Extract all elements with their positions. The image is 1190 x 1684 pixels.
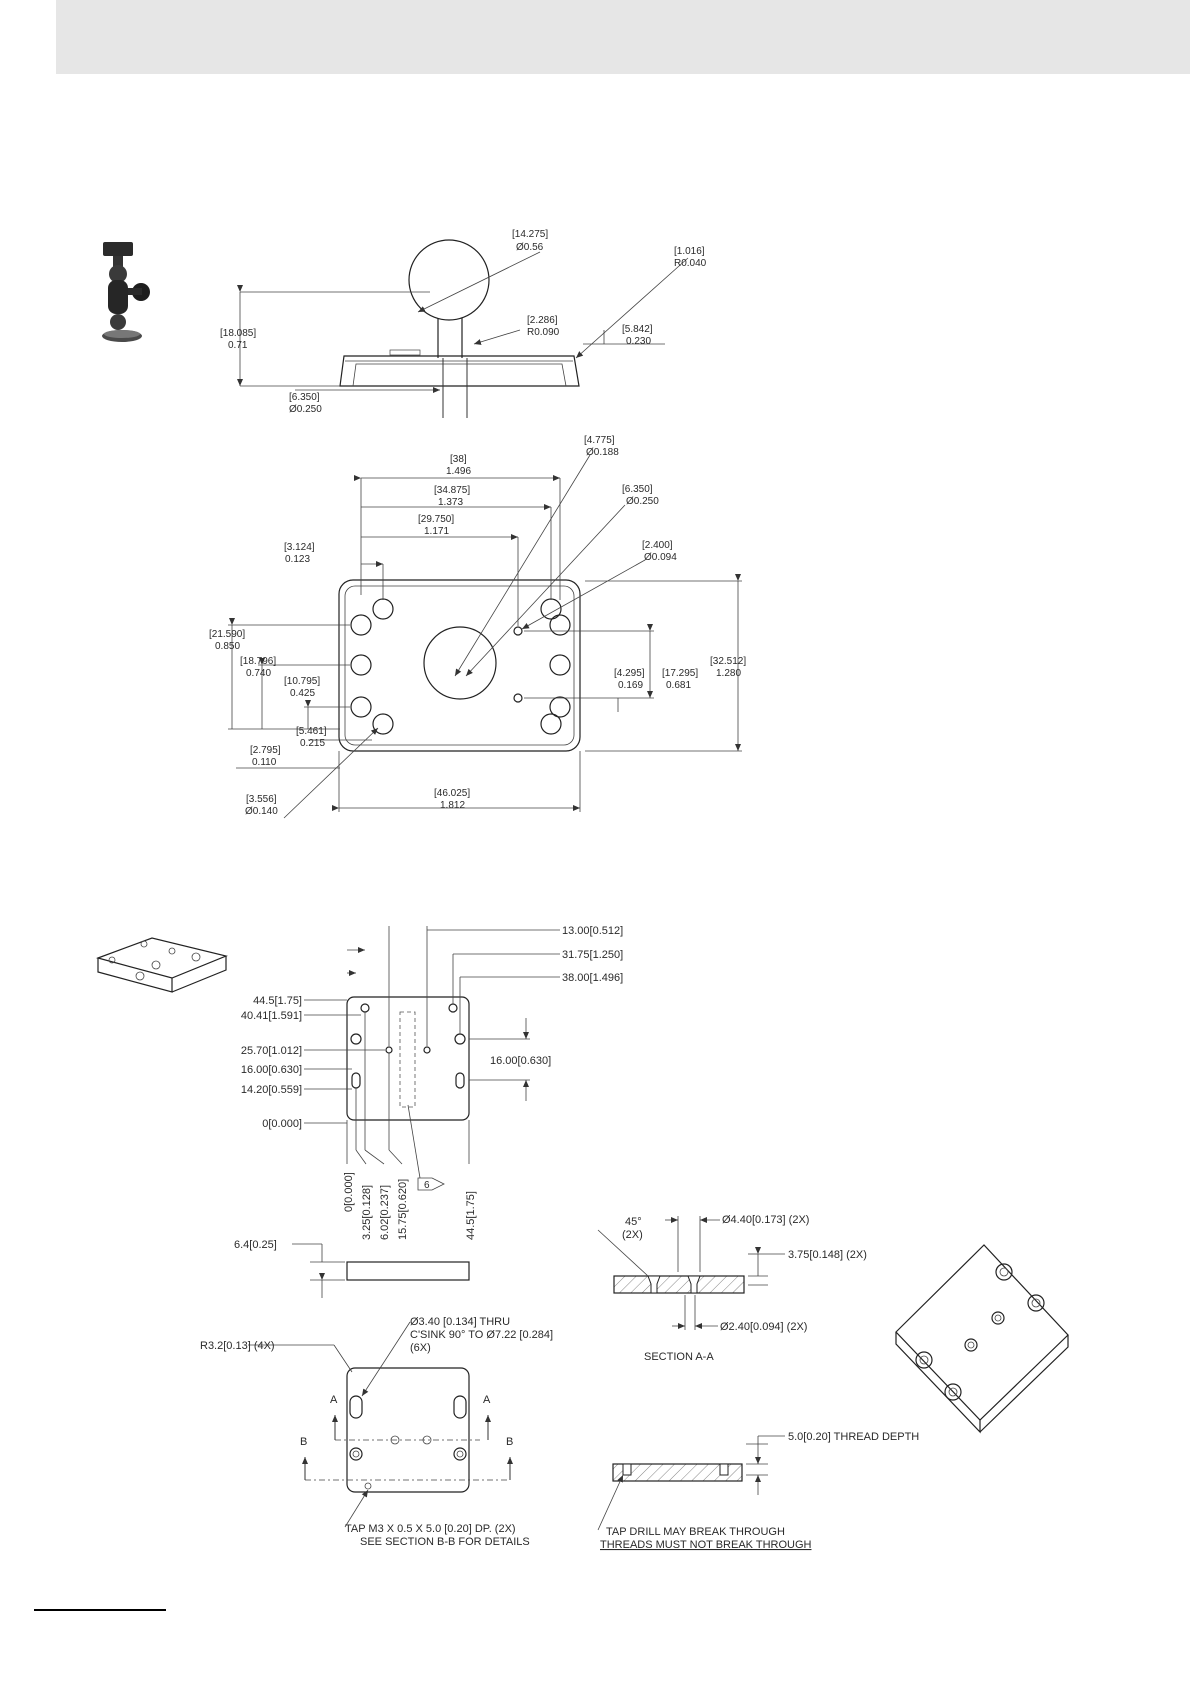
left-dim-0: 0[0.000] bbox=[262, 1118, 302, 1130]
plan-34875-value: 1.373 bbox=[438, 497, 463, 508]
plate-side-view: 6.4[0.25] bbox=[234, 1239, 470, 1298]
plan-38-label: [38] bbox=[450, 454, 467, 465]
ball-mount-plan-view: [38] 1.496 [4.775] Ø0.188 [34.875] 1.373… bbox=[209, 435, 746, 819]
section-a-left: A bbox=[330, 1394, 338, 1406]
plan-17295-label: [17.295] bbox=[662, 668, 698, 679]
plan-18796-value: 0.740 bbox=[246, 668, 271, 679]
base-thickness-value: 0.230 bbox=[626, 336, 651, 347]
plan-3124-label: [3.124] bbox=[284, 542, 315, 553]
bottom-dim-602: 6.02[0.237] bbox=[379, 1185, 391, 1240]
plate-iso-large bbox=[895, 1244, 1069, 1434]
plan-2795-label: [2.795] bbox=[250, 745, 281, 756]
section-a-a: 45° (2X) Ø4.40[0.173] (2X) 3.75[0.148] (… bbox=[597, 1214, 867, 1363]
left-dim-2570: 25.70[1.012] bbox=[241, 1045, 302, 1057]
note-tag: 6 bbox=[424, 1180, 430, 1191]
top-dim-38: 38.00[1.496] bbox=[562, 972, 623, 984]
plan-17295-value: 0.681 bbox=[666, 680, 691, 691]
plan-6350-label: [6.350] bbox=[622, 484, 653, 495]
plate-bottom-view: R3.2[0.13] (4X) Ø3.40 [0.134] THRU C'SIN… bbox=[200, 1316, 553, 1548]
top-dim-3175: 31.75[1.250] bbox=[562, 949, 623, 961]
left-dim-1420: 14.20[0.559] bbox=[241, 1084, 302, 1096]
neck-radius-value: R0.090 bbox=[527, 327, 560, 338]
plan-34875-label: [34.875] bbox=[434, 485, 470, 496]
left-dim-445: 44.5[1.75] bbox=[253, 995, 302, 1007]
plan-2795-value: 0.110 bbox=[252, 757, 277, 768]
plan-29750-label: [29.750] bbox=[418, 514, 454, 525]
aa-angle-count: (2X) bbox=[622, 1229, 643, 1241]
plan-5461-value: 0.215 bbox=[300, 738, 325, 749]
tap-note-line2: SEE SECTION B-B FOR DETAILS bbox=[360, 1536, 530, 1548]
section-b-left: B bbox=[300, 1436, 307, 1448]
base-thickness-label: [5.842] bbox=[622, 324, 653, 335]
bottom-dim-325: 3.25[0.128] bbox=[361, 1185, 373, 1240]
plan-46025-label: [46.025] bbox=[434, 788, 470, 799]
plate-iso-small bbox=[96, 937, 228, 993]
plan-3556-value: Ø0.140 bbox=[245, 806, 278, 817]
right-dim-1600: 16.00[0.630] bbox=[490, 1055, 551, 1067]
thru-hole-line3: (6X) bbox=[410, 1342, 431, 1354]
left-dim-1600: 16.00[0.630] bbox=[241, 1064, 302, 1076]
plan-3124-value: 0.123 bbox=[285, 554, 310, 565]
aa-cs-dia: Ø4.40[0.173] (2X) bbox=[722, 1214, 809, 1226]
aa-label: SECTION A-A bbox=[644, 1351, 714, 1363]
plate-thickness: 6.4[0.25] bbox=[234, 1239, 277, 1251]
aa-depth: 3.75[0.148] (2X) bbox=[788, 1249, 867, 1261]
header-band bbox=[56, 0, 1190, 74]
section-b-b: 5.0[0.20] THREAD DEPTH TAP DRILL MAY BRE… bbox=[597, 1431, 919, 1551]
aa-hole-dia: Ø2.40[0.094] (2X) bbox=[720, 1321, 807, 1333]
aa-angle: 45° bbox=[625, 1216, 642, 1228]
plan-21590-value: 0.850 bbox=[215, 641, 240, 652]
plan-4775-value: Ø0.188 bbox=[586, 447, 619, 458]
plan-10795-label: [10.795] bbox=[284, 676, 320, 687]
thru-hole-line2: C'SINK 90° TO Ø7.22 [0.284] bbox=[410, 1329, 553, 1341]
plan-2400-label: [2.400] bbox=[642, 540, 673, 551]
bottom-dim-1575: 15.75[0.620] bbox=[397, 1179, 409, 1240]
plan-46025-value: 1.812 bbox=[440, 800, 465, 811]
tap-note-line1: TAP M3 X 0.5 X 5.0 [0.20] DP. (2X) bbox=[345, 1523, 516, 1535]
corner-radius: R3.2[0.13] (4X) bbox=[200, 1340, 275, 1352]
bb-note-line2: THREADS MUST NOT BREAK THROUGH bbox=[600, 1539, 812, 1551]
plate-top-view: 13.00[0.512] 31.75[1.250] 38.00[1.496] 4… bbox=[241, 925, 623, 1240]
plan-holes bbox=[350, 598, 571, 735]
neck-dia-label: [6.350] bbox=[289, 392, 320, 403]
plan-18796-label: [18.796] bbox=[240, 656, 276, 667]
plan-6350-value: Ø0.250 bbox=[626, 496, 659, 507]
edge-radius-label: [1.016] bbox=[674, 246, 705, 257]
overall-height-value: 0.71 bbox=[228, 340, 248, 351]
thru-hole-line1: Ø3.40 [0.134] THRU bbox=[410, 1316, 510, 1328]
plan-10795-value: 0.425 bbox=[290, 688, 315, 699]
neck-radius-label: [2.286] bbox=[527, 315, 558, 326]
bb-thread-depth: 5.0[0.20] THREAD DEPTH bbox=[788, 1431, 919, 1443]
bottom-dim-0: 0[0.000] bbox=[343, 1172, 355, 1212]
section-a-right: A bbox=[483, 1394, 491, 1406]
plan-29750-value: 1.171 bbox=[424, 526, 449, 537]
ball-mount-side-view: [14.275] Ø0.56 [1.016] R0.040 [18.085] 0… bbox=[220, 229, 707, 418]
plan-21590-label: [21.590] bbox=[209, 629, 245, 640]
footer-rule bbox=[34, 1609, 166, 1611]
ball-dia-value: Ø0.56 bbox=[516, 242, 544, 253]
top-dim-13: 13.00[0.512] bbox=[562, 925, 623, 937]
ball-dia-label: [14.275] bbox=[512, 229, 548, 240]
bottom-dim-445: 44.5[1.75] bbox=[465, 1191, 477, 1240]
plan-32512-label: [32.512] bbox=[710, 656, 746, 667]
section-b-right: B bbox=[506, 1436, 513, 1448]
overall-height-label: [18.085] bbox=[220, 328, 256, 339]
edge-radius-value: R0.040 bbox=[674, 258, 707, 269]
plan-4295-label: [4.295] bbox=[614, 668, 645, 679]
plan-38-value: 1.496 bbox=[446, 466, 471, 477]
neck-dia-value: Ø0.250 bbox=[289, 404, 322, 415]
plan-5461-label: [5.461] bbox=[296, 726, 327, 737]
plan-2400-value: Ø0.094 bbox=[644, 552, 677, 563]
bb-note-line1: TAP DRILL MAY BREAK THROUGH bbox=[606, 1526, 785, 1538]
plan-4775-label: [4.775] bbox=[584, 435, 615, 446]
plan-3556-label: [3.556] bbox=[246, 794, 277, 805]
plan-4295-value: 0.169 bbox=[618, 680, 643, 691]
left-dim-4041: 40.41[1.591] bbox=[241, 1010, 302, 1022]
ball-mount-photo bbox=[102, 242, 150, 342]
plan-32512-value: 1.280 bbox=[716, 668, 741, 679]
